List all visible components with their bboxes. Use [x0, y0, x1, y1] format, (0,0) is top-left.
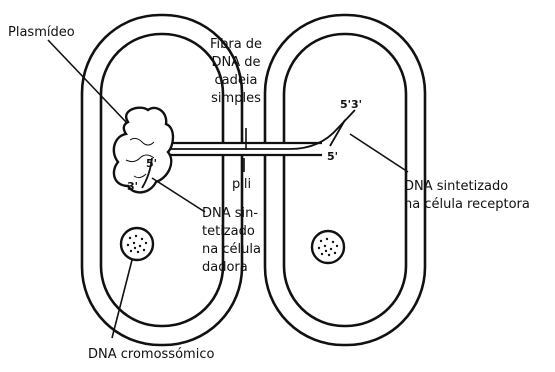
- donor-chromosome: [121, 228, 153, 260]
- leader-dna-cromossomico: [112, 260, 132, 338]
- recipient-cell-inner-wall: [284, 34, 406, 326]
- label-dadora-line-2: tetizado: [202, 223, 261, 241]
- leader-plasmideo: [48, 40, 126, 122]
- label-dna-cromossomico: DNA cromossómico: [88, 346, 214, 364]
- recipient-chromosome: [312, 231, 344, 263]
- label-fibra-dna: Fibra de DNA de cadeia simples: [197, 36, 275, 108]
- label-dadora-line-4: dadora: [202, 259, 261, 277]
- donor-strand-3-label: 3': [127, 178, 138, 196]
- label-fibra-line-2: DNA de: [197, 54, 275, 72]
- recipient-cell-outer-wall: [265, 15, 425, 345]
- label-dadora-line-3: na célula: [202, 241, 261, 259]
- label-receptora-line-2: na célula receptora: [404, 196, 530, 214]
- label-pili: pili: [232, 176, 251, 194]
- recipient-strand-bottom-label: 5': [327, 148, 338, 166]
- label-dadora-line-1: DNA sin-: [202, 205, 261, 223]
- label-fibra-line-4: simples: [197, 90, 275, 108]
- label-dna-sint-dadora: DNA sin- tetizado na célula dadora: [202, 205, 261, 277]
- leader-dna-sint-dadora: [152, 178, 205, 212]
- label-dna-sint-receptora: DNA sintetizado na célula receptora: [404, 178, 530, 214]
- label-fibra-line-3: cadeia: [197, 72, 275, 90]
- leader-dna-sint-receptora: [350, 134, 408, 172]
- donor-strand-5-label: 5': [146, 155, 157, 173]
- label-plasmideo: Plasmídeo: [8, 24, 75, 42]
- recipient-strand-top-label: 5'3': [340, 96, 362, 114]
- label-receptora-line-1: DNA sintetizado: [404, 178, 530, 196]
- label-fibra-line-1: Fibra de: [197, 36, 275, 54]
- plasmid: [114, 108, 173, 193]
